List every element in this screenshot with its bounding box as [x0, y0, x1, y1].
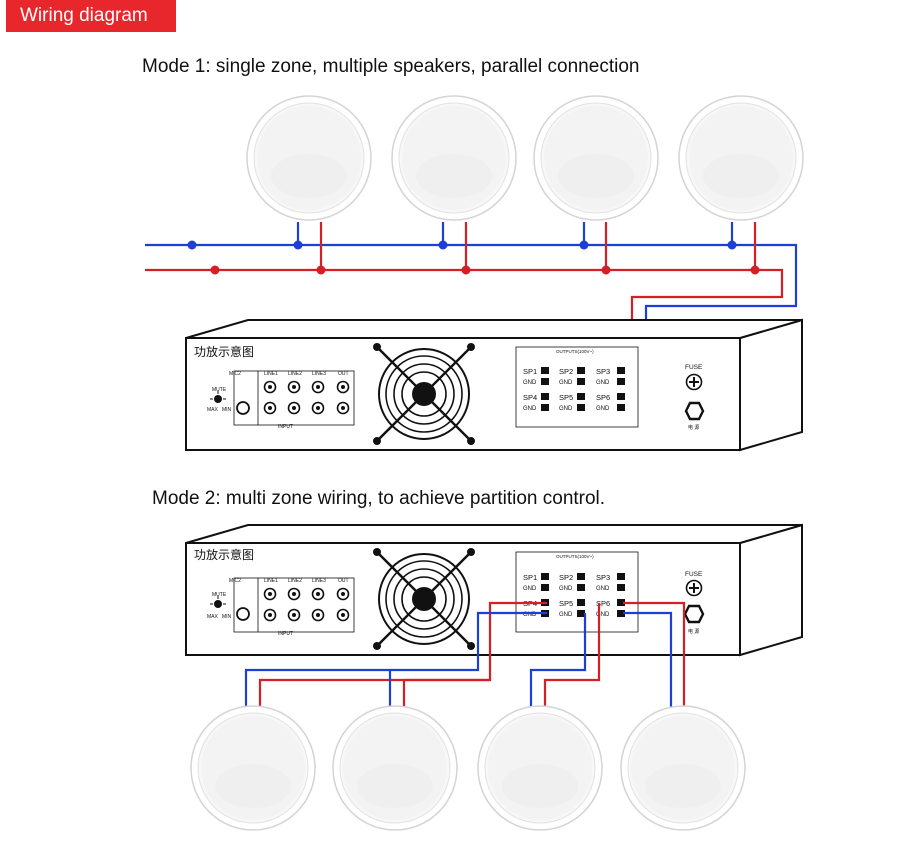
rca-jack-icon: [311, 608, 325, 622]
mode1-speakers: [246, 95, 804, 221]
rca-jack-icon: [263, 608, 277, 622]
ceiling-speaker-icon: [246, 95, 372, 221]
gnd-label: GND: [523, 586, 537, 592]
sp2-label: SP2: [559, 573, 573, 582]
line2-label: LINE2: [288, 371, 302, 377]
sp5-label: SP5: [559, 599, 573, 608]
gnd-label: GND: [596, 406, 610, 412]
mic-label: MIC2: [229, 371, 241, 377]
rca-jack-icon: [263, 401, 277, 415]
gnd-label: GND: [523, 406, 537, 412]
sp4-label: SP4: [523, 393, 537, 402]
gnd-label: GND: [559, 612, 573, 618]
outputs-label: OUTPUTS(100V~): [556, 349, 594, 354]
rca-jack-icon: [336, 401, 350, 415]
mute-label: MUTE: [212, 592, 227, 598]
ceiling-speaker-icon: [332, 705, 458, 831]
amp-title: 功放示意图: [194, 344, 254, 359]
out-label: OUT: [338, 371, 349, 377]
min-label: MIN: [222, 614, 232, 620]
max-label: MAX: [207, 614, 219, 620]
gnd-label: GND: [559, 380, 573, 386]
ceiling-speaker-icon: [190, 705, 316, 831]
line3-label: LINE3: [312, 578, 326, 584]
rca-jack-icon: [336, 380, 350, 394]
ceiling-speaker-icon: [477, 705, 603, 831]
mute-label: MUTE: [212, 387, 227, 393]
sp1-label: SP1: [523, 367, 537, 376]
mic-jack-icon: [236, 401, 250, 415]
rca-jack-icon: [311, 380, 325, 394]
fan-grille-icon: [371, 341, 477, 447]
amp-title: 功放示意图: [194, 547, 254, 562]
gnd-label: GND: [523, 612, 537, 618]
ceiling-speaker-icon: [533, 95, 659, 221]
ceiling-speaker-icon: [391, 95, 517, 221]
outputs-label: OUTPUTS(100V~): [556, 554, 594, 559]
gnd-label: GND: [596, 380, 610, 386]
line3-label: LINE3: [312, 371, 326, 377]
input-label: INPUT: [278, 631, 293, 637]
gnd-label: GND: [559, 406, 573, 412]
power-label: 电 源: [688, 424, 699, 431]
fuse-icon: [685, 579, 703, 597]
rca-jack-icon: [336, 587, 350, 601]
rca-jack-icon: [263, 587, 277, 601]
output-terminals: [541, 367, 625, 411]
ceiling-speaker-icon: [620, 705, 746, 831]
gnd-label: GND: [559, 586, 573, 592]
knob-icon: [210, 391, 226, 403]
line2-label: LINE2: [288, 578, 302, 584]
mic-jack-icon: [236, 607, 250, 621]
mode1-amplifier: 功放示意图 MUTE MAX MIN MIC2 LINE1 LINE2 LINE…: [133, 317, 807, 451]
mode1-heading: Mode 1: single zone, multiple speakers, …: [142, 56, 640, 77]
line1-label: LINE1: [264, 371, 278, 377]
input-label: INPUT: [278, 424, 293, 430]
section-title-tag: Wiring diagram: [6, 0, 176, 32]
mic-label: MIC2: [229, 578, 241, 584]
power-switch-icon: [684, 401, 705, 421]
sp6-label: SP6: [596, 393, 610, 402]
rca-jack-icon: [287, 608, 301, 622]
ceiling-speaker-icon: [678, 95, 804, 221]
power-switch-icon: [683, 604, 705, 624]
rca-jack-icon: [287, 401, 301, 415]
sp1-label: SP1: [523, 573, 537, 582]
fuse-icon: [685, 373, 703, 391]
mode2-heading: Mode 2: multi zone wiring, to achieve pa…: [152, 488, 606, 509]
out-label: OUT: [338, 578, 349, 584]
rca-jack-icon: [263, 380, 277, 394]
rca-jack-icon: [336, 608, 350, 622]
fuse-label: FUSE: [685, 571, 703, 578]
power-label: 电 源: [688, 628, 699, 635]
rca-jack-icon: [287, 587, 301, 601]
knob-icon: [210, 596, 226, 608]
mode2-speakers: [190, 705, 746, 831]
gnd-label: GND: [523, 380, 537, 386]
mode2-amplifier: 功放示意图 MUTE MAX MIN MIC2 LINE1 LINE2 LINE…: [133, 522, 807, 656]
min-label: MIN: [222, 407, 232, 413]
sp3-label: SP3: [596, 367, 610, 376]
fan-grille-icon: [371, 546, 477, 652]
sp3-label: SP3: [596, 573, 610, 582]
rca-jack-icon: [287, 380, 301, 394]
max-label: MAX: [207, 407, 219, 413]
gnd-label: GND: [596, 612, 610, 618]
line1-label: LINE1: [264, 578, 278, 584]
sp2-label: SP2: [559, 367, 573, 376]
fuse-label: FUSE: [685, 364, 703, 371]
sp5-label: SP5: [559, 393, 573, 402]
gnd-label: GND: [596, 586, 610, 592]
sp6-label: SP6: [596, 599, 610, 608]
rca-jack-icon: [311, 587, 325, 601]
mode2-wires: [244, 601, 686, 712]
rca-jack-icon: [311, 401, 325, 415]
